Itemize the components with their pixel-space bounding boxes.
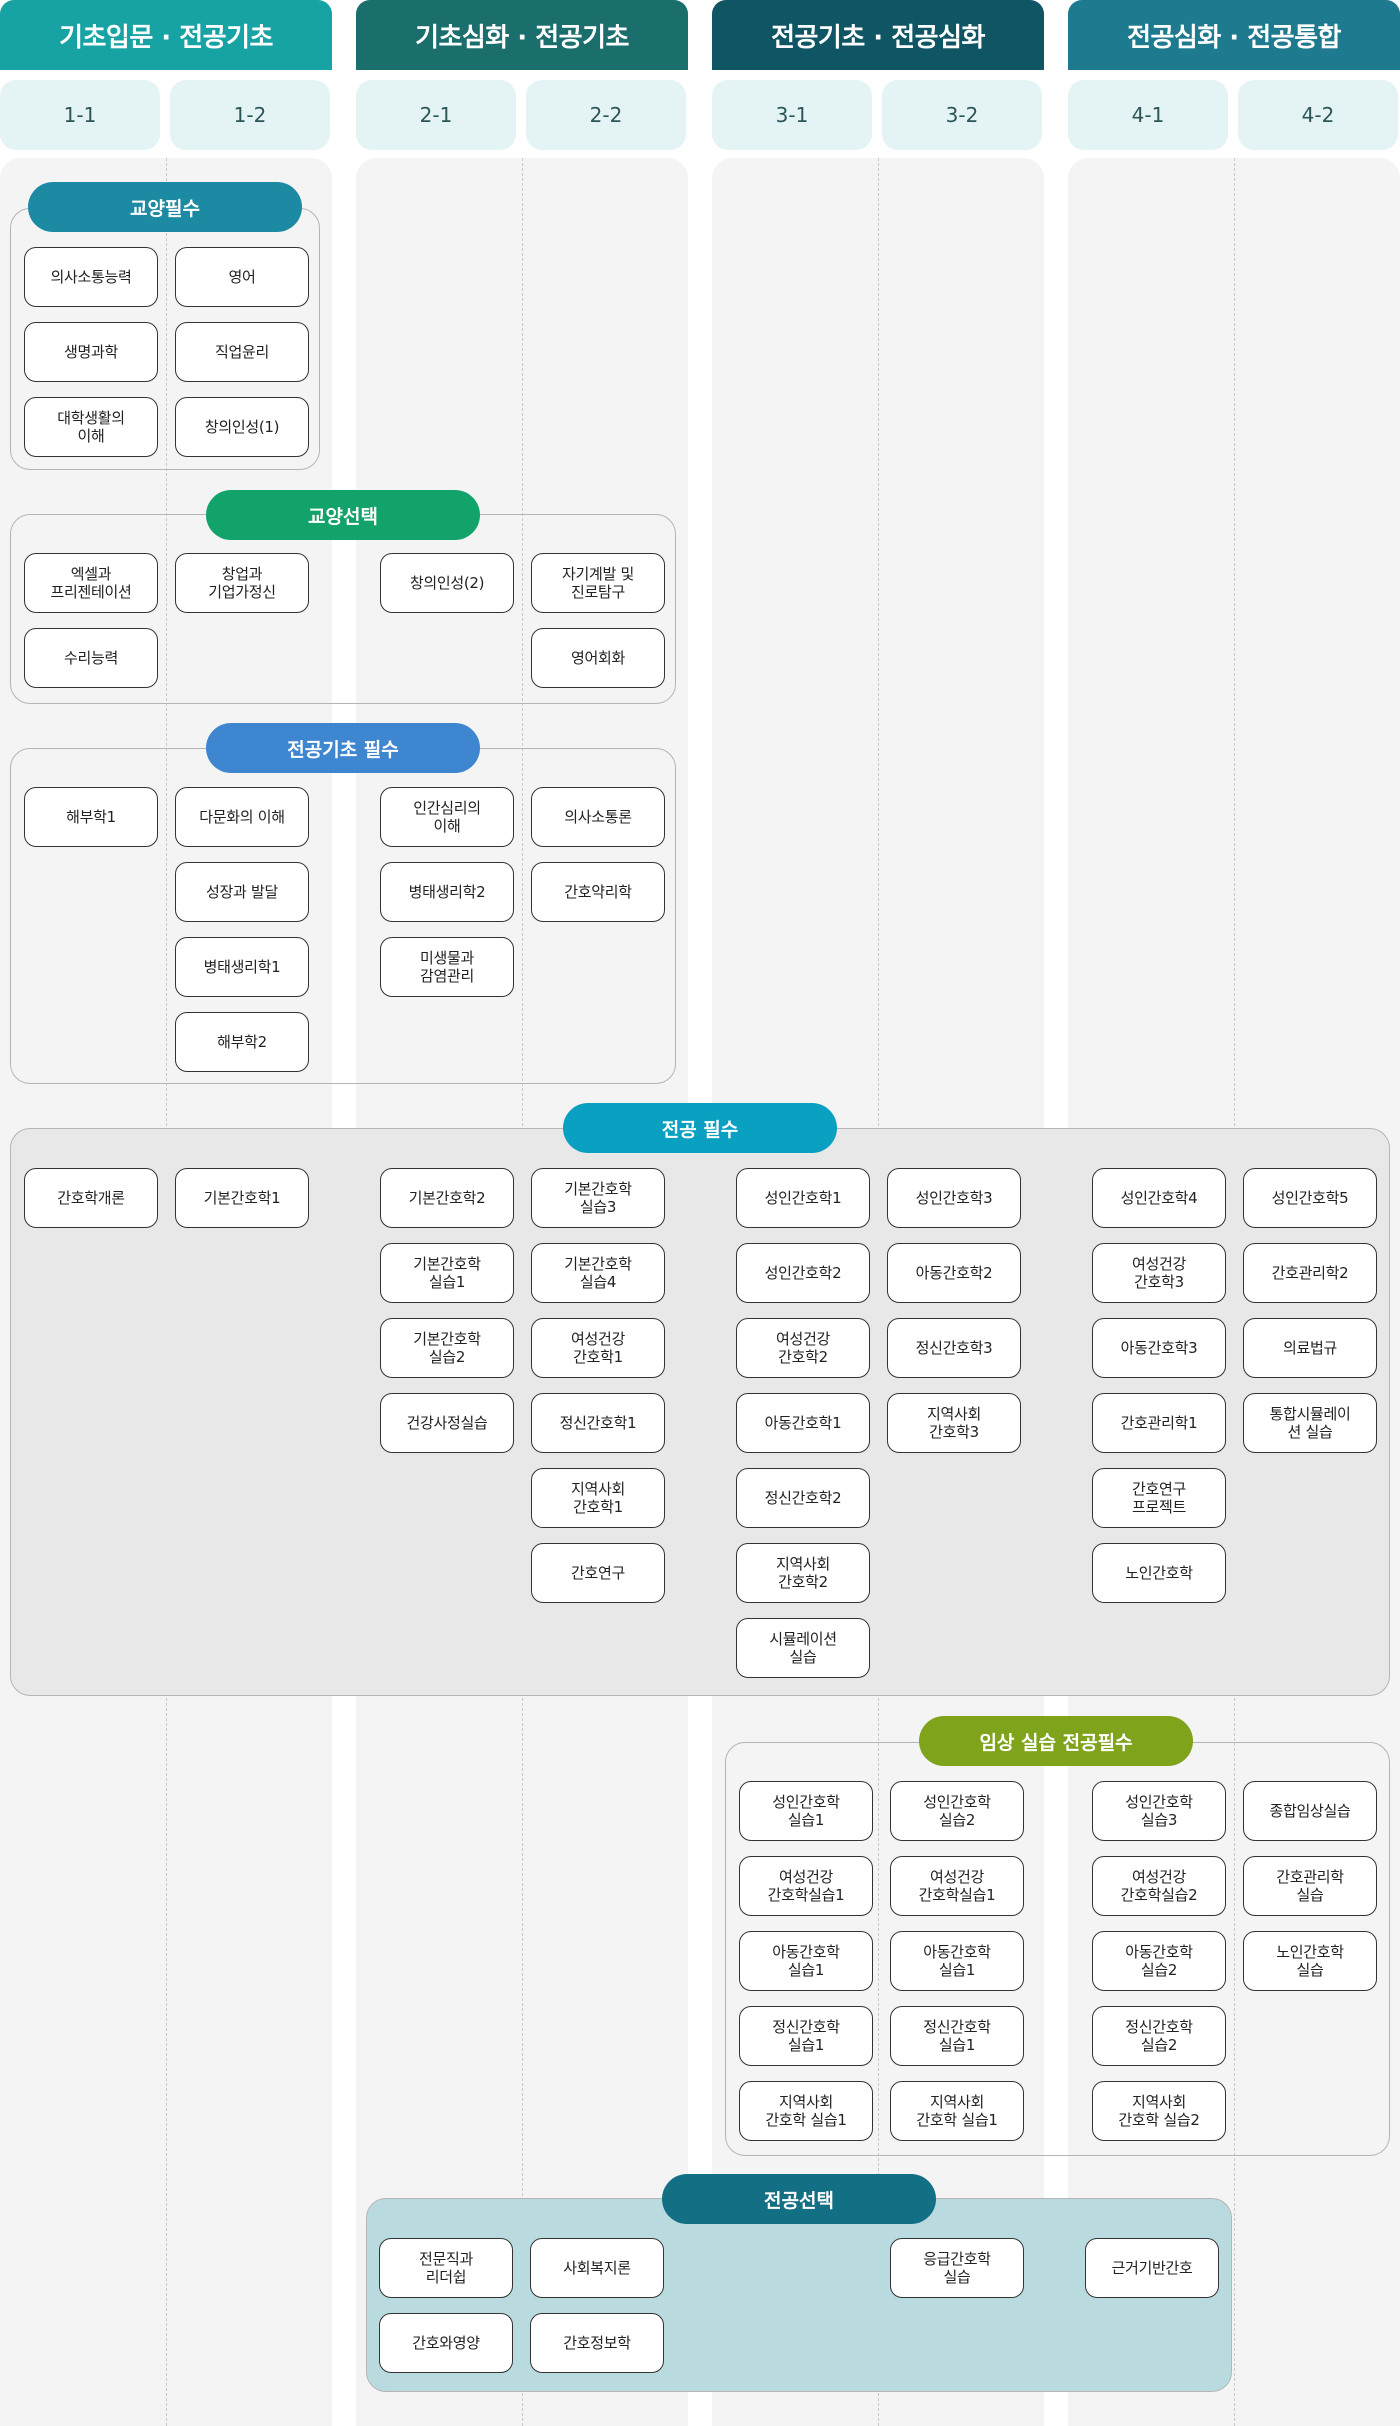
course-box[interactable]: 기본간호학1 (175, 1168, 309, 1228)
group-badge-gyoyang-seontaek: 교양선택 (206, 490, 480, 540)
course-box[interactable]: 성인간호학4 (1092, 1168, 1226, 1228)
year-header: 전공기초 · 전공심화 (712, 0, 1044, 70)
course-box[interactable]: 아동간호학2 (887, 1243, 1021, 1303)
course-box[interactable]: 노인간호학 실습 (1243, 1931, 1377, 1991)
course-box[interactable]: 미생물과 감염관리 (380, 937, 514, 997)
course-box[interactable]: 성인간호학3 (887, 1168, 1021, 1228)
course-box[interactable]: 여성건강 간호학3 (1092, 1243, 1226, 1303)
course-box[interactable]: 여성건강 간호학실습1 (739, 1856, 873, 1916)
semester-header: 2-1 (356, 80, 516, 150)
course-box[interactable]: 근거기반간호 (1085, 2238, 1219, 2298)
course-box[interactable]: 사회복지론 (530, 2238, 664, 2298)
course-box[interactable]: 기본간호학2 (380, 1168, 514, 1228)
course-box[interactable]: 여성건강 간호학실습1 (890, 1856, 1024, 1916)
course-box[interactable]: 의사소통론 (531, 787, 665, 847)
semester-header: 4-1 (1068, 80, 1228, 150)
course-box[interactable]: 노인간호학 (1092, 1543, 1226, 1603)
course-box[interactable]: 간호학개론 (24, 1168, 158, 1228)
course-box[interactable]: 간호관리학2 (1243, 1243, 1377, 1303)
course-box[interactable]: 지역사회 간호학3 (887, 1393, 1021, 1453)
course-box[interactable]: 아동간호학1 (736, 1393, 870, 1453)
course-box[interactable]: 간호와영양 (379, 2313, 513, 2373)
course-box[interactable]: 엑셀과 프리젠테이션 (24, 553, 158, 613)
semester-header: 3-1 (712, 80, 872, 150)
semester-header: 1-2 (170, 80, 330, 150)
course-box[interactable]: 영어회화 (531, 628, 665, 688)
course-box[interactable]: 대학생활의 이해 (24, 397, 158, 457)
course-box[interactable]: 창의인성(2) (380, 553, 514, 613)
course-box[interactable]: 아동간호학 실습1 (739, 1931, 873, 1991)
course-box[interactable]: 창업과 기업가정신 (175, 553, 309, 613)
course-box[interactable]: 기본간호학 실습1 (380, 1243, 514, 1303)
course-box[interactable]: 여성건강 간호학1 (531, 1318, 665, 1378)
year-header: 기초입문 · 전공기초 (0, 0, 332, 70)
course-box[interactable]: 해부학2 (175, 1012, 309, 1072)
course-box[interactable]: 지역사회 간호학1 (531, 1468, 665, 1528)
semester-header: 1-1 (0, 80, 160, 150)
course-box[interactable]: 정신간호학1 (531, 1393, 665, 1453)
course-box[interactable]: 여성건강 간호학실습2 (1092, 1856, 1226, 1916)
group-badge-imsang: 임상 실습 전공필수 (919, 1716, 1193, 1766)
course-box[interactable]: 성장과 발달 (175, 862, 309, 922)
course-box[interactable]: 수리능력 (24, 628, 158, 688)
course-box[interactable]: 병태생리학1 (175, 937, 309, 997)
course-box[interactable]: 병태생리학2 (380, 862, 514, 922)
course-box[interactable]: 지역사회 간호학 실습1 (890, 2081, 1024, 2141)
course-box[interactable]: 기본간호학 실습2 (380, 1318, 514, 1378)
group-badge-jeongong-pilsu: 전공 필수 (563, 1103, 837, 1153)
course-box[interactable]: 의사소통능력 (24, 247, 158, 307)
course-box[interactable]: 성인간호학2 (736, 1243, 870, 1303)
course-box[interactable]: 인간심리의 이해 (380, 787, 514, 847)
course-box[interactable]: 성인간호학 실습2 (890, 1781, 1024, 1841)
course-box[interactable]: 정신간호학3 (887, 1318, 1021, 1378)
semester-header: 4-2 (1238, 80, 1398, 150)
course-box[interactable]: 간호연구 (531, 1543, 665, 1603)
semester-header: 3-2 (882, 80, 1042, 150)
course-box[interactable]: 정신간호학 실습2 (1092, 2006, 1226, 2066)
course-box[interactable]: 아동간호학3 (1092, 1318, 1226, 1378)
course-box[interactable]: 정신간호학2 (736, 1468, 870, 1528)
course-box[interactable]: 지역사회 간호학 실습1 (739, 2081, 873, 2141)
course-box[interactable]: 창의인성(1) (175, 397, 309, 457)
group-badge-gyoyang-pilsu: 교양필수 (28, 182, 302, 232)
course-box[interactable]: 종합임상실습 (1243, 1781, 1377, 1841)
year-header: 전공심화 · 전공통합 (1068, 0, 1400, 70)
course-box[interactable]: 정신간호학 실습1 (890, 2006, 1024, 2066)
course-box[interactable]: 간호관리학 실습 (1243, 1856, 1377, 1916)
course-box[interactable]: 시뮬레이션 실습 (736, 1618, 870, 1678)
course-box[interactable]: 간호약리학 (531, 862, 665, 922)
course-box[interactable]: 통합시뮬레이 션 실습 (1243, 1393, 1377, 1453)
course-box[interactable]: 성인간호학 실습3 (1092, 1781, 1226, 1841)
group-badge-jeongong-gicho: 전공기초 필수 (206, 723, 480, 773)
course-box[interactable]: 자기계발 및 진로탐구 (531, 553, 665, 613)
course-box[interactable]: 전문직과 리더쉽 (379, 2238, 513, 2298)
year-header: 기초심화 · 전공기초 (356, 0, 688, 70)
course-box[interactable]: 지역사회 간호학2 (736, 1543, 870, 1603)
course-box[interactable]: 기본간호학 실습4 (531, 1243, 665, 1303)
course-box[interactable]: 기본간호학 실습3 (531, 1168, 665, 1228)
course-box[interactable]: 성인간호학1 (736, 1168, 870, 1228)
course-box[interactable]: 간호정보학 (530, 2313, 664, 2373)
course-box[interactable]: 정신간호학 실습1 (739, 2006, 873, 2066)
course-box[interactable]: 아동간호학 실습1 (890, 1931, 1024, 1991)
semester-header: 2-2 (526, 80, 686, 150)
course-box[interactable]: 아동간호학 실습2 (1092, 1931, 1226, 1991)
course-box[interactable]: 건강사정실습 (380, 1393, 514, 1453)
course-box[interactable]: 의료법규 (1243, 1318, 1377, 1378)
course-box[interactable]: 영어 (175, 247, 309, 307)
course-box[interactable]: 해부학1 (24, 787, 158, 847)
course-box[interactable]: 간호관리학1 (1092, 1393, 1226, 1453)
course-box[interactable]: 간호연구 프로젝트 (1092, 1468, 1226, 1528)
course-box[interactable]: 여성건강 간호학2 (736, 1318, 870, 1378)
course-box[interactable]: 직업윤리 (175, 322, 309, 382)
course-box[interactable]: 응급간호학 실습 (890, 2238, 1024, 2298)
group-badge-jeongong-seontaek: 전공선택 (662, 2174, 936, 2224)
course-box[interactable]: 성인간호학5 (1243, 1168, 1377, 1228)
course-box[interactable]: 다문화의 이해 (175, 787, 309, 847)
course-box[interactable]: 생명과학 (24, 322, 158, 382)
course-box[interactable]: 지역사회 간호학 실습2 (1092, 2081, 1226, 2141)
course-box[interactable]: 성인간호학 실습1 (739, 1781, 873, 1841)
